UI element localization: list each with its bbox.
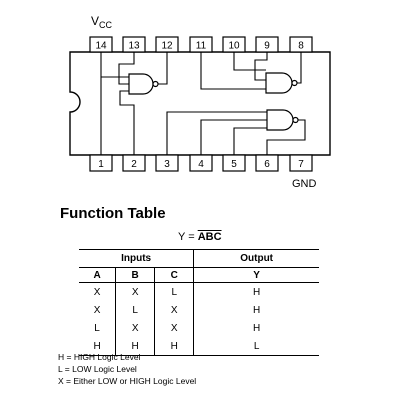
cell-y: L bbox=[193, 337, 319, 356]
pin-10-label: 10 bbox=[228, 41, 240, 52]
output-header: Output bbox=[193, 249, 319, 268]
cell-y: H bbox=[193, 319, 319, 337]
cell-c: X bbox=[154, 319, 194, 337]
cell-b: H bbox=[115, 337, 155, 356]
cell-y: H bbox=[193, 282, 319, 301]
pin-11-label: 11 bbox=[196, 41, 207, 52]
legend-either: X = Either LOW or HIGH Logic Level bbox=[58, 376, 197, 386]
vcc-label: VCC bbox=[91, 14, 113, 30]
legend-low: L = LOW Logic Level bbox=[58, 364, 137, 374]
pin-13-label: 13 bbox=[128, 41, 140, 52]
function-table-title: Function Table bbox=[60, 205, 166, 222]
logic-equation: Y = ABC bbox=[178, 231, 222, 243]
pin-7-label: 7 bbox=[298, 159, 304, 170]
inputs-header: Inputs bbox=[79, 249, 194, 268]
pin-3-label: 3 bbox=[164, 159, 170, 170]
function-table: Inputs Output A B C Y X X L H X L X H L … bbox=[79, 249, 319, 356]
table-row: L X X H bbox=[79, 319, 319, 337]
cell-a: X bbox=[93, 304, 101, 316]
cell-a: X bbox=[93, 286, 101, 298]
cell-a: H bbox=[93, 340, 101, 352]
gate-1-wires bbox=[100, 52, 168, 155]
pin-9-label: 9 bbox=[264, 41, 270, 52]
cell-b: L bbox=[115, 301, 155, 319]
col-b-header: B bbox=[115, 267, 155, 283]
ic-pinout-diagram: 14 13 12 11 10 9 8 1 2 3 4 5 6 7 bbox=[69, 36, 331, 172]
pin-1-label: 1 bbox=[98, 159, 104, 170]
table-row: X X L H bbox=[79, 282, 319, 301]
pin-5-label: 5 bbox=[231, 159, 237, 170]
pin-6-label: 6 bbox=[264, 159, 270, 170]
pin-12-label: 12 bbox=[161, 41, 173, 52]
gnd-label: GND bbox=[292, 178, 317, 190]
legend-high: H = HIGH Logic Level bbox=[58, 352, 141, 362]
gate-2-wires bbox=[200, 52, 302, 90]
nand-gate-3 bbox=[266, 109, 299, 131]
table-row: X L X H bbox=[79, 301, 319, 319]
pin-4-label: 4 bbox=[198, 159, 204, 170]
nand-gate-2 bbox=[265, 72, 298, 94]
pin-2-label: 2 bbox=[131, 159, 137, 170]
cell-b: X bbox=[115, 319, 155, 337]
col-a-header: A bbox=[79, 267, 116, 283]
bottom-pin-boxes bbox=[89, 154, 313, 172]
cell-c: H bbox=[154, 337, 194, 356]
cell-a: L bbox=[94, 322, 100, 334]
cell-y: H bbox=[193, 301, 319, 319]
nand-gate-1 bbox=[128, 73, 159, 95]
cell-b: X bbox=[115, 282, 155, 301]
gate-3-wires bbox=[166, 111, 306, 155]
chip-body bbox=[69, 51, 331, 156]
cell-c: X bbox=[154, 301, 194, 319]
pin-14-label: 14 bbox=[95, 41, 107, 52]
pin-8-label: 8 bbox=[298, 41, 304, 52]
col-c-header: C bbox=[154, 267, 194, 283]
cell-c: L bbox=[154, 282, 194, 301]
col-y-header: Y bbox=[193, 267, 319, 283]
table-row: H H H L bbox=[79, 337, 319, 356]
